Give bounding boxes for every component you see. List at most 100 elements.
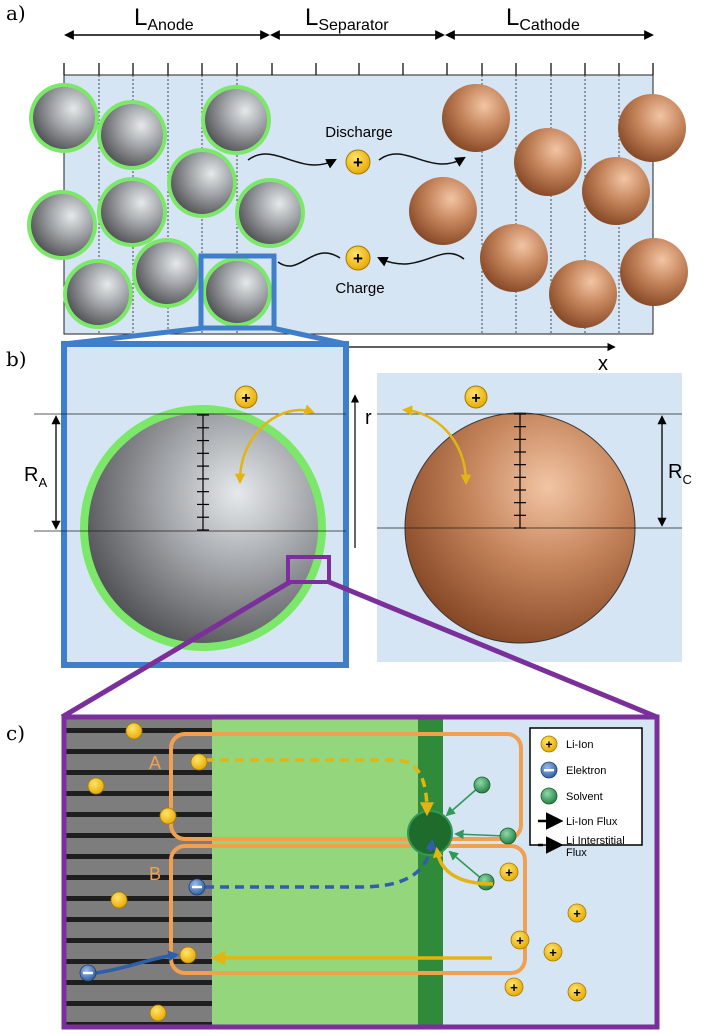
panel-label-b: b) — [6, 347, 27, 371]
solvent-molecules — [473, 776, 517, 891]
li-ion: + — [504, 977, 524, 997]
cathode-radius-label: RC — [668, 461, 692, 487]
electron — [188, 878, 206, 896]
region-box-a — [169, 732, 523, 841]
legend-label: Li-Ion — [566, 739, 594, 751]
anode-particle — [63, 259, 133, 329]
graphite-layer — [64, 917, 212, 922]
anode-particle — [167, 148, 237, 218]
graphite-layer — [64, 938, 212, 943]
svg-text:+: + — [573, 985, 581, 1000]
ion-icon-anode-zoom: + — [234, 385, 258, 409]
cathode-particle — [409, 177, 477, 245]
legend-item-solvent: Solvent — [540, 787, 603, 805]
cathode-particle — [442, 84, 510, 152]
graphite-layer — [64, 791, 212, 796]
intercalated-li-ion — [110, 891, 128, 909]
li-ion: + — [543, 942, 563, 962]
graphite-layer — [64, 749, 212, 754]
graphite-layer — [64, 854, 212, 859]
legend-item-li-ion-flux: Li-Ion Flux — [538, 812, 618, 830]
sei-outer-region — [212, 717, 418, 1027]
anode-particle — [97, 100, 167, 170]
graphite-layer — [64, 1001, 212, 1006]
interstitial-flux-ion — [205, 758, 434, 817]
graphite-layer — [64, 980, 212, 985]
panel-label-c: c) — [6, 721, 25, 745]
cathode-particle — [514, 128, 582, 196]
svg-text:+: + — [241, 390, 250, 407]
charge-label: Charge — [335, 280, 384, 297]
svg-text:+: + — [353, 153, 363, 172]
ion-icon-discharge: + — [345, 149, 371, 175]
panel-b: b) RA RC r + — [6, 341, 692, 668]
legend-item-li-ion: + Li-Ion — [540, 735, 594, 753]
intercalated-li-ion — [179, 946, 197, 964]
graphite-layer — [64, 959, 212, 964]
svg-text:+: + — [516, 933, 524, 948]
svg-text:+: + — [505, 865, 513, 880]
region-label-a: A — [149, 753, 161, 773]
legend: + Li-Ion Elektron Solvent Li-Ion Flux Li… — [529, 727, 643, 859]
li-ion: + — [510, 930, 530, 950]
graphite-layer — [64, 896, 212, 901]
ion-flux-to-reaction-site — [432, 846, 494, 886]
legend-label: Solvent — [566, 791, 603, 803]
svg-text:+: + — [545, 738, 552, 752]
region-box-b — [169, 844, 527, 975]
panel-a: a) LAnode LSeparator LCathode + Discharg… — [6, 1, 688, 375]
ion-icon-charge: + — [345, 245, 371, 271]
intercalated-li-ion — [190, 753, 208, 771]
discharge-label: Discharge — [325, 124, 393, 141]
electron-flux-graphite — [95, 950, 180, 975]
legend-item-electron: Elektron — [540, 761, 606, 779]
anode-particle — [29, 83, 99, 153]
radial-discretization-ticks — [197, 413, 526, 531]
li-ion: + — [567, 982, 587, 1002]
solvent-molecule — [499, 827, 517, 845]
zoom-box-sei — [286, 555, 331, 584]
length-label-separator: LSeparator — [305, 4, 389, 34]
anode-particles — [27, 83, 305, 329]
x-axis-label: x — [598, 353, 608, 375]
svg-text:+: + — [573, 906, 581, 921]
li-ion: + — [567, 903, 587, 923]
panel-c-frame — [61, 714, 660, 1030]
anode-particle — [27, 190, 97, 260]
panel-c-li-ions: + + + + + + — [87, 722, 587, 1022]
graphite-layer-stripes — [64, 728, 212, 1027]
sei-dense-layer — [418, 717, 443, 1027]
charge-arrow-in — [377, 252, 465, 267]
discharge-arrow-in — [247, 153, 337, 169]
li-ion: + — [499, 862, 519, 882]
charge-arrow-out — [277, 252, 341, 267]
cathode-particle — [620, 238, 688, 306]
legend-label: Elektron — [566, 765, 606, 777]
r-axis-label: r — [365, 407, 372, 429]
graphite-layer — [64, 812, 212, 817]
intercalated-li-ion — [125, 722, 143, 740]
graphite-layer — [64, 770, 212, 775]
svg-text:+: + — [549, 945, 557, 960]
anode-ion-flux-arrow — [234, 404, 315, 485]
svg-text:+: + — [471, 390, 480, 407]
zoom-box-anode-particle — [198, 253, 277, 331]
legend-label: Li-Ion Flux — [566, 816, 618, 828]
cathode-particle — [618, 94, 686, 162]
panel-c: c) A B + + + + + + — [6, 714, 660, 1030]
solvent-icon — [540, 787, 558, 805]
discretization-ticks — [63, 63, 654, 75]
cathode-ion-flux-arrow — [401, 405, 472, 486]
length-label-anode: LAnode — [134, 4, 194, 34]
cathode-particle — [549, 260, 617, 328]
anode-radius-label: RA — [24, 464, 47, 490]
region-label-b: B — [149, 864, 161, 884]
svg-text:+: + — [510, 980, 518, 995]
anode-particle — [97, 177, 167, 247]
zoom-lines-b-to-c — [60, 579, 658, 720]
cathode-particle — [480, 224, 548, 292]
length-label-cathode: LCathode — [506, 4, 580, 34]
solvent-molecule — [473, 776, 491, 794]
